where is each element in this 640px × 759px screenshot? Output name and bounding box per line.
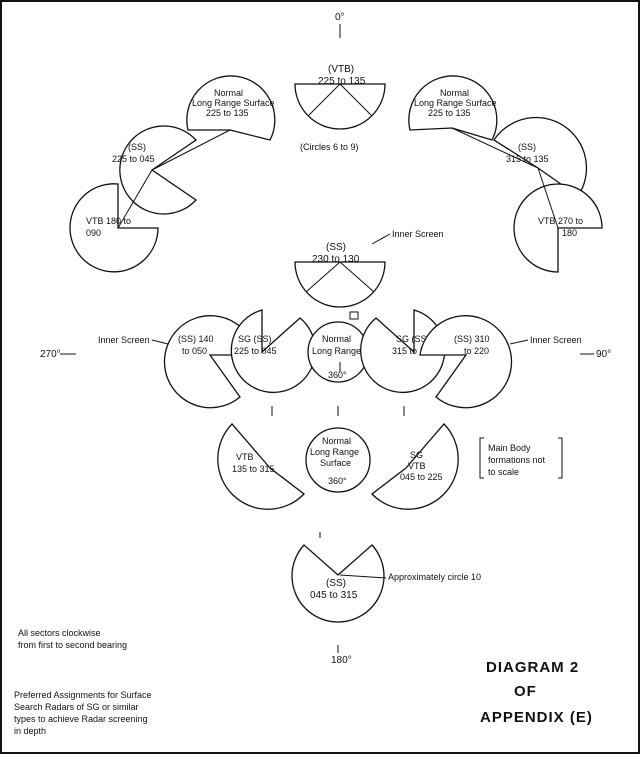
bearing-180: 180° — [331, 655, 352, 666]
sector-vtb-left — [69, 183, 159, 273]
title-line-2: OF — [514, 683, 537, 700]
sg-left-l1: SG (SS) — [238, 334, 272, 344]
nlrs-right-l1: Normal — [440, 88, 469, 98]
sector-bottom-ss — [291, 544, 385, 623]
ss-left-l1: (SS) — [128, 142, 146, 152]
top-vtb-range: 225 to 135 — [318, 76, 366, 87]
sg-vtb-right-l3: 045 to 225 — [400, 472, 443, 482]
center-low-l3: Surface — [320, 458, 351, 468]
bottom-ss-l2: 045 to 315 — [310, 590, 358, 601]
clockwise-note-l2: from first to second bearing — [18, 640, 127, 650]
bearing-0: 0° — [335, 12, 345, 23]
inner-screen-top-label: Inner Screen — [392, 229, 444, 239]
bottom-ss-l1: (SS) — [326, 578, 346, 589]
vtb-right-link — [537, 167, 559, 229]
center-nlr-l3: 360° — [328, 370, 347, 380]
sector-sg-vtb-right — [371, 423, 459, 510]
main-body-l3: to scale — [488, 467, 519, 477]
center-low-l1: Normal — [322, 436, 351, 446]
nlrs-left-l3: 225 to 135 — [206, 108, 249, 118]
ship-marker-icon — [349, 311, 359, 320]
vtb-low-left-l2: 135 to 315 — [232, 464, 275, 474]
bearing-90: 90° — [596, 349, 611, 360]
main-body-bracket-l — [479, 437, 484, 479]
ss310-l1: (SS) 310 — [454, 334, 490, 344]
vtb-right-l1: VTB 270 to — [538, 216, 583, 226]
main-body-bracket-r — [558, 437, 563, 479]
main-body-l1: Main Body — [488, 443, 531, 453]
approx-circle-leader — [339, 574, 387, 579]
circles-note: (Circles 6 to 9) — [300, 142, 359, 152]
vtb-left-l2: 090 — [86, 228, 101, 238]
preferred-note-l2: Search Radars of SG or similar — [14, 702, 139, 712]
center-low-l4: 360° — [328, 476, 347, 486]
ss140-l2: to 050 — [182, 346, 207, 356]
ss310-l2: to 220 — [464, 346, 489, 356]
sector-nlrs-left — [186, 75, 276, 141]
top-vtb-edge-l — [307, 83, 341, 117]
nlrs-left-l2: Long Range Surface — [192, 98, 275, 108]
vtb-left-link — [117, 169, 153, 229]
nlrs-left-l1: Normal — [214, 88, 243, 98]
center-nlr-l2: Long Range — [312, 346, 361, 356]
bearing-270: 270° — [40, 349, 61, 360]
preferred-note-l4: in depth — [14, 726, 46, 736]
sector-nlrs-right — [408, 75, 498, 141]
sector-ss-right — [493, 116, 588, 197]
sg-left-l2: 225 to 045 — [234, 346, 277, 356]
vtb-low-left-l1: VTB — [236, 452, 254, 462]
ss-right-l2: 315 to 135 — [506, 154, 549, 164]
inner-screen-top-leader — [371, 233, 391, 245]
preferred-note-l1: Preferred Assignments for Surface — [14, 690, 152, 700]
ss140-l1: (SS) 140 — [178, 334, 214, 344]
ss-left-link — [151, 129, 231, 171]
sector-ss310 — [419, 315, 513, 409]
center-nlr-l1: Normal — [322, 334, 351, 344]
nlrs-right-l3: 225 to 135 — [428, 108, 471, 118]
title-line-3: APPENDIX (E) — [480, 709, 593, 726]
clockwise-note-l1: All sectors clockwise — [18, 628, 101, 638]
inner-screen-right-leader — [509, 339, 529, 345]
center-low-l2: Long Range — [310, 447, 359, 457]
circle-center-low — [305, 427, 371, 493]
inner-screen-left-leader — [151, 339, 169, 345]
main-body-l2: formations not — [488, 455, 546, 465]
vtb-left-l1: VTB 180 to — [86, 216, 131, 226]
inner-mid-l2: 230 to 130 — [312, 254, 360, 265]
inner-screen-left-label: Inner Screen — [98, 335, 150, 345]
preferred-note-l3: types to achieve Radar screening — [14, 714, 148, 724]
sector-inner-mid — [294, 261, 386, 308]
top-vtb-label: (VTB) — [328, 64, 354, 75]
nlrs-right-l2: Long Range Surface — [414, 98, 497, 108]
inner-mid-l1: (SS) — [326, 242, 346, 253]
top-vtb-edge-r — [339, 83, 373, 117]
ss-right-l1: (SS) — [518, 142, 536, 152]
sector-vtb-low-left — [217, 423, 305, 510]
ss-left-l2: 225 to 045 — [112, 154, 155, 164]
sg-vtb-right-l1: SG — [410, 450, 423, 460]
approx-circle-label: Approximately circle 10 — [388, 572, 481, 582]
vtb-right-l2: 180 — [562, 228, 577, 238]
sector-top-vtb — [294, 83, 386, 130]
inner-mid-edge-r — [339, 261, 375, 293]
sg-right-l2: 315 to 135 — [392, 346, 435, 356]
inner-mid-edge-l — [305, 261, 341, 293]
sg-right-l1: SG (SS) — [396, 334, 430, 344]
sector-vtb-right — [513, 183, 603, 273]
inner-screen-right-label: Inner Screen — [530, 335, 582, 345]
ss-right-link — [451, 127, 539, 169]
sg-vtb-right-l2: VTB — [408, 461, 426, 471]
title-line-1: DIAGRAM 2 — [486, 659, 579, 676]
